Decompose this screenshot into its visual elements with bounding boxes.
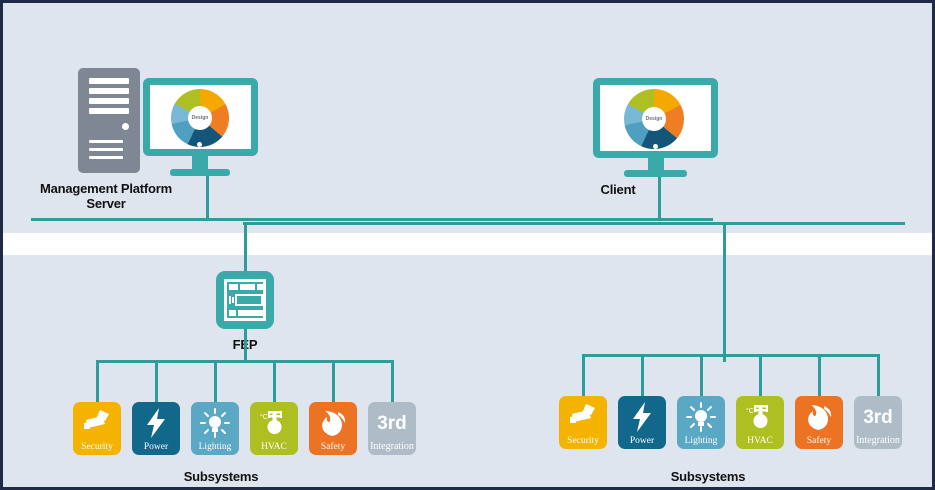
left-group-bus bbox=[97, 360, 394, 363]
client-donut-chart-graphic: Design bbox=[624, 89, 684, 149]
left-subsystem-caption-power: Power bbox=[143, 442, 169, 452]
right-drop-1 bbox=[582, 354, 585, 396]
right-subsystem-tile-security[interactable]: Security bbox=[559, 396, 607, 449]
right-drop-4 bbox=[759, 354, 762, 396]
left-drop-6 bbox=[391, 360, 394, 402]
svg-text:°C: °C bbox=[746, 407, 754, 415]
left-drop-5 bbox=[332, 360, 335, 402]
third-party-icon: 3rd bbox=[368, 406, 416, 440]
right-group-bus bbox=[583, 354, 880, 357]
light-bulb-sun-icon bbox=[191, 406, 239, 440]
left-subsystem-tile-hvac[interactable]: °C HVAC bbox=[250, 402, 298, 455]
cctv-camera-icon bbox=[73, 406, 121, 440]
white-separator-band bbox=[3, 233, 932, 255]
right-subsystem-tile-hvac[interactable]: °C HVAC bbox=[736, 396, 784, 449]
left-subsystem-caption-integration: Integration bbox=[370, 441, 414, 452]
thermometer-icon: °C bbox=[250, 406, 298, 440]
left-subsystem-tile-security[interactable]: Security bbox=[73, 402, 121, 455]
right-drop-6 bbox=[877, 354, 880, 396]
right-subsystems-label: Subsystems bbox=[670, 469, 746, 484]
third-party-badge: 3rd bbox=[863, 406, 893, 428]
server-monitor-icon: Design bbox=[143, 78, 258, 176]
left-drop-4 bbox=[273, 360, 276, 402]
client-donut-center-label: Design bbox=[645, 116, 663, 122]
left-subsystem-tile-lighting[interactable]: Lighting bbox=[191, 402, 239, 455]
right-subsystem-tile-power[interactable]: Power bbox=[618, 396, 666, 449]
bus-line-lower bbox=[243, 222, 905, 225]
left-subsystem-tile-power[interactable]: Power bbox=[132, 402, 180, 455]
left-drop-3 bbox=[214, 360, 217, 402]
right-subsystem-caption-integration: Integration bbox=[856, 435, 900, 446]
left-subsystem-caption-security: Security bbox=[81, 442, 113, 452]
management-server-label-line1: Management Platform bbox=[39, 181, 172, 196]
left-drop-2 bbox=[155, 360, 158, 402]
left-subsystem-caption-hvac: HVAC bbox=[261, 442, 287, 452]
third-party-badge: 3rd bbox=[377, 412, 407, 434]
link-client-to-bus bbox=[658, 173, 661, 220]
flame-icon bbox=[795, 400, 843, 434]
link-fep-to-left-group bbox=[244, 329, 247, 362]
fep-device-icon bbox=[216, 271, 274, 329]
right-subsystem-tile-safety[interactable]: Safety bbox=[795, 396, 843, 449]
cctv-camera-icon bbox=[559, 400, 607, 434]
right-subsystem-caption-hvac: HVAC bbox=[747, 436, 773, 446]
lightning-bolt-icon bbox=[132, 406, 180, 440]
bus-line-upper bbox=[31, 218, 713, 221]
donut-center-label: Design bbox=[191, 115, 209, 121]
flame-icon bbox=[309, 406, 357, 440]
third-party-icon: 3rd bbox=[854, 400, 902, 434]
management-server-label: Management Platform Server bbox=[11, 181, 201, 211]
left-subsystem-tile-safety[interactable]: Safety bbox=[309, 402, 357, 455]
server-tower-icon bbox=[78, 68, 140, 173]
right-subsystem-caption-security: Security bbox=[567, 436, 599, 446]
left-subsystem-caption-lighting: Lighting bbox=[198, 442, 232, 452]
link-bus-to-fep bbox=[244, 222, 247, 272]
right-subsystem-caption-safety: Safety bbox=[806, 436, 832, 446]
lightning-bolt-icon bbox=[618, 400, 666, 434]
right-drop-3 bbox=[700, 354, 703, 396]
left-subsystems-label: Subsystems bbox=[183, 469, 259, 484]
client-monitor-icon: Design bbox=[593, 78, 718, 177]
management-server-label-line2: Server bbox=[86, 196, 126, 211]
light-bulb-sun-icon bbox=[677, 400, 725, 434]
client-label: Client bbox=[600, 182, 636, 197]
thermometer-icon: °C bbox=[736, 400, 784, 434]
link-server-to-bus bbox=[206, 173, 209, 220]
right-drop-5 bbox=[818, 354, 821, 396]
link-bus-to-right-group bbox=[723, 222, 726, 362]
donut-chart-graphic: Design bbox=[171, 89, 229, 147]
right-subsystem-tile-lighting[interactable]: Lighting bbox=[677, 396, 725, 449]
left-drop-1 bbox=[96, 360, 99, 402]
right-drop-2 bbox=[641, 354, 644, 396]
right-subsystem-caption-lighting: Lighting bbox=[684, 436, 718, 446]
left-subsystem-caption-safety: Safety bbox=[320, 442, 346, 452]
svg-text:°C: °C bbox=[260, 413, 268, 421]
right-subsystem-caption-power: Power bbox=[629, 436, 655, 446]
